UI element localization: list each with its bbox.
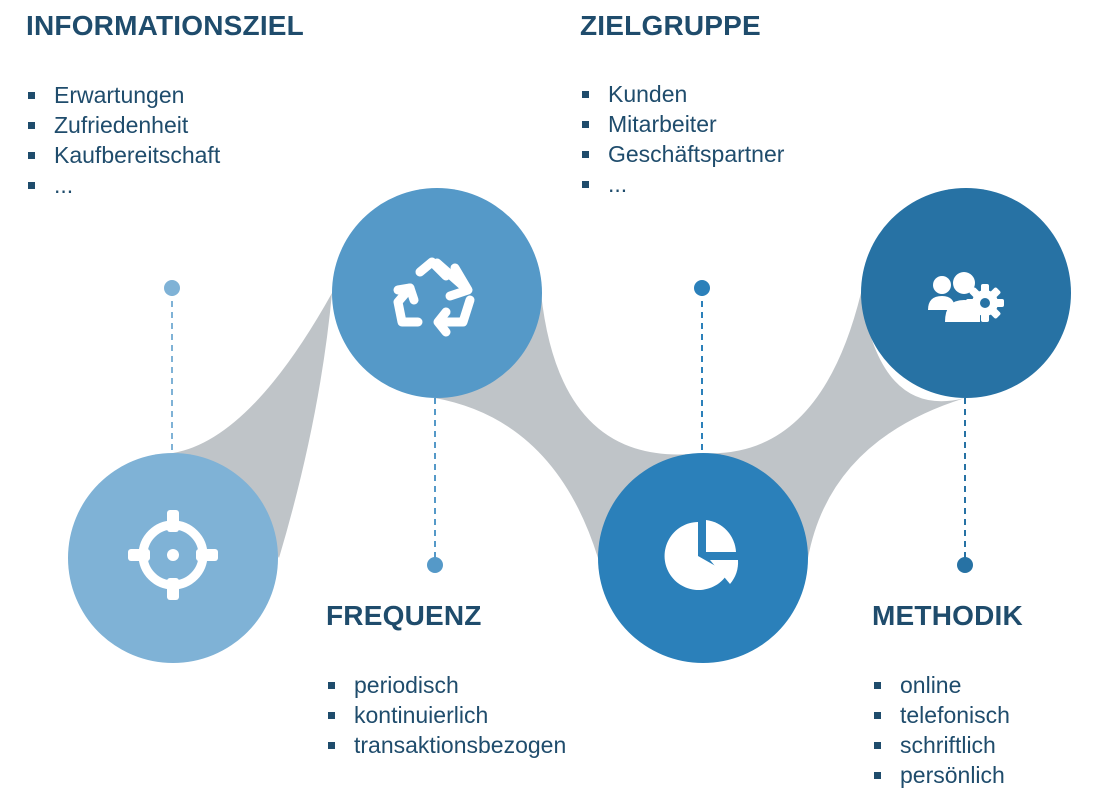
section-title-informationsziel: INFORMATIONSZIEL bbox=[26, 10, 304, 41]
list-item: telefonisch bbox=[872, 700, 1023, 730]
list-item: online bbox=[872, 670, 1023, 700]
section-title-zielgruppe: ZIELGRUPPE bbox=[580, 10, 761, 41]
connector-1-2 bbox=[173, 293, 332, 558]
list-item: ... bbox=[26, 170, 304, 200]
list-item: Mitarbeiter bbox=[580, 109, 784, 139]
list-informationsziel: Erwartungen Zufriedenheit Kaufbereitscha… bbox=[26, 80, 304, 200]
target-icon bbox=[128, 510, 218, 600]
list-item: periodisch bbox=[326, 670, 566, 700]
section-title-methodik: METHODIK bbox=[872, 600, 1023, 631]
node-frequenz bbox=[332, 188, 542, 398]
section-informationsziel: INFORMATIONSZIEL Erwartungen Zufriedenhe… bbox=[26, 10, 304, 200]
list-item: Erwartungen bbox=[26, 80, 304, 110]
list-item: kontinuierlich bbox=[326, 700, 566, 730]
list-item: Kunden bbox=[580, 79, 784, 109]
list-item: Kaufbereitschaft bbox=[26, 140, 304, 170]
guide-dot-frequenz bbox=[427, 557, 443, 573]
recycle-icon bbox=[393, 257, 475, 337]
guide-dot-informationsziel bbox=[164, 280, 180, 296]
list-item: transaktionsbezogen bbox=[326, 730, 566, 760]
list-item: Zufriedenheit bbox=[26, 110, 304, 140]
list-item: Geschäftspartner bbox=[580, 139, 784, 169]
guide-dot-methodik bbox=[957, 557, 973, 573]
guide-dot-zielgruppe bbox=[694, 280, 710, 296]
users-gear-icon bbox=[928, 272, 1004, 322]
section-frequenz: FREQUENZ periodisch kontinuierlich trans… bbox=[326, 600, 566, 760]
list-methodik: online telefonisch schriftlich persönlic… bbox=[872, 670, 1023, 790]
section-methodik: METHODIK online telefonisch schriftlich … bbox=[872, 600, 1023, 790]
list-frequenz: periodisch kontinuierlich transaktionsbe… bbox=[326, 670, 566, 760]
list-item: persönlich bbox=[872, 760, 1023, 790]
list-item: schriftlich bbox=[872, 730, 1023, 760]
section-title-frequenz: FREQUENZ bbox=[326, 600, 482, 631]
list-zielgruppe: Kunden Mitarbeiter Geschäftspartner ... bbox=[580, 79, 784, 199]
node-zielgruppe bbox=[598, 453, 808, 663]
section-zielgruppe: ZIELGRUPPE Kunden Mitarbeiter Geschäftsp… bbox=[580, 10, 784, 199]
list-item: ... bbox=[580, 169, 784, 199]
pie-chart-icon bbox=[664, 520, 739, 590]
